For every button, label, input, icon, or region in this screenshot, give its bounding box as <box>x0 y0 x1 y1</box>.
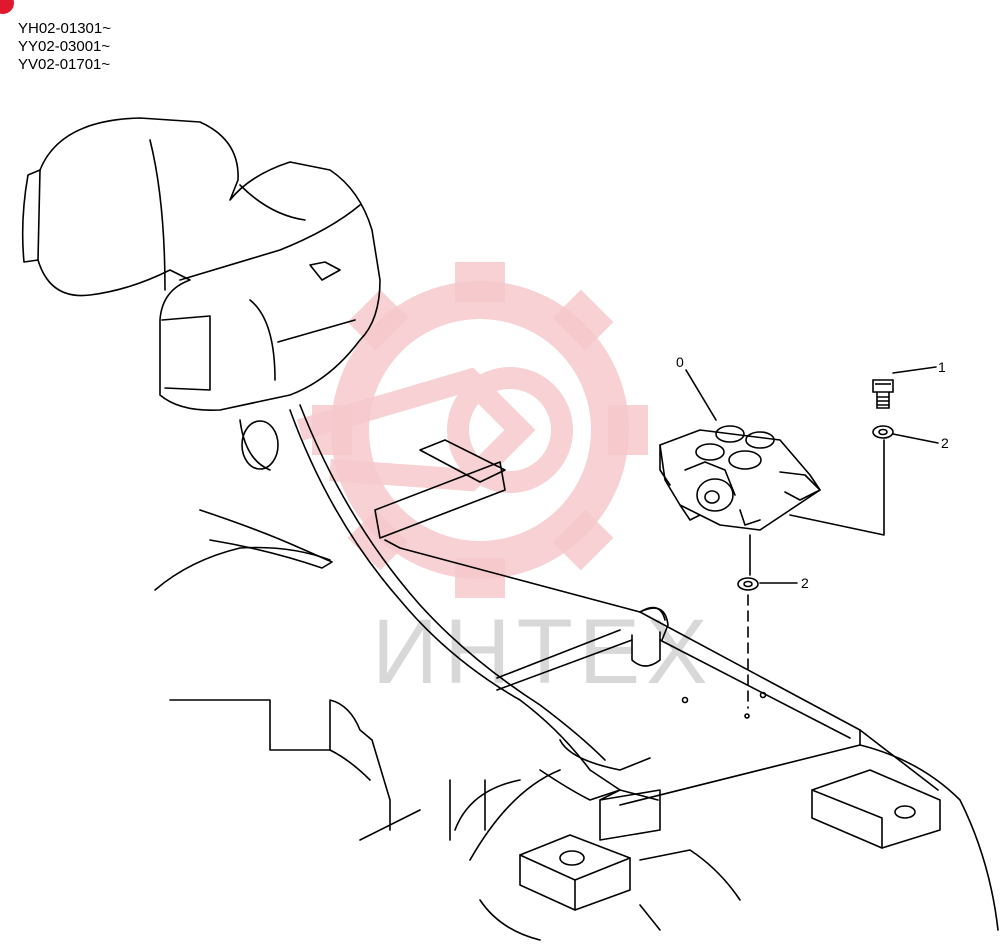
callout-bolt: 1 <box>938 359 946 375</box>
assembly-line-upper <box>789 439 885 536</box>
callout-valve-assembly: 0 <box>676 354 684 370</box>
serial-range-3: YV02-01701~ <box>18 56 111 73</box>
leader-line-2-upper <box>892 433 939 444</box>
frame-body <box>289 404 999 941</box>
leader-line-1 <box>892 366 937 374</box>
washer-lower-part <box>737 577 759 591</box>
bolt-part <box>872 379 894 409</box>
serial-range-2: YY02-03001~ <box>18 38 111 55</box>
seat-post <box>239 419 279 471</box>
callout-washer-lower: 2 <box>801 575 809 591</box>
leader-line-0 <box>685 369 717 421</box>
control-valve-assembly <box>659 425 821 531</box>
callout-washer-upper: 2 <box>941 435 949 451</box>
left-structure <box>154 509 486 841</box>
operator-seat <box>21 117 381 412</box>
serial-range-1: YH02-01301~ <box>18 20 111 37</box>
serial-range-list: YH02-01301~ YY02-03001~ YV02-01701~ <box>18 20 111 74</box>
washer-upper-part <box>872 425 894 439</box>
corner-badge-icon <box>0 0 14 14</box>
